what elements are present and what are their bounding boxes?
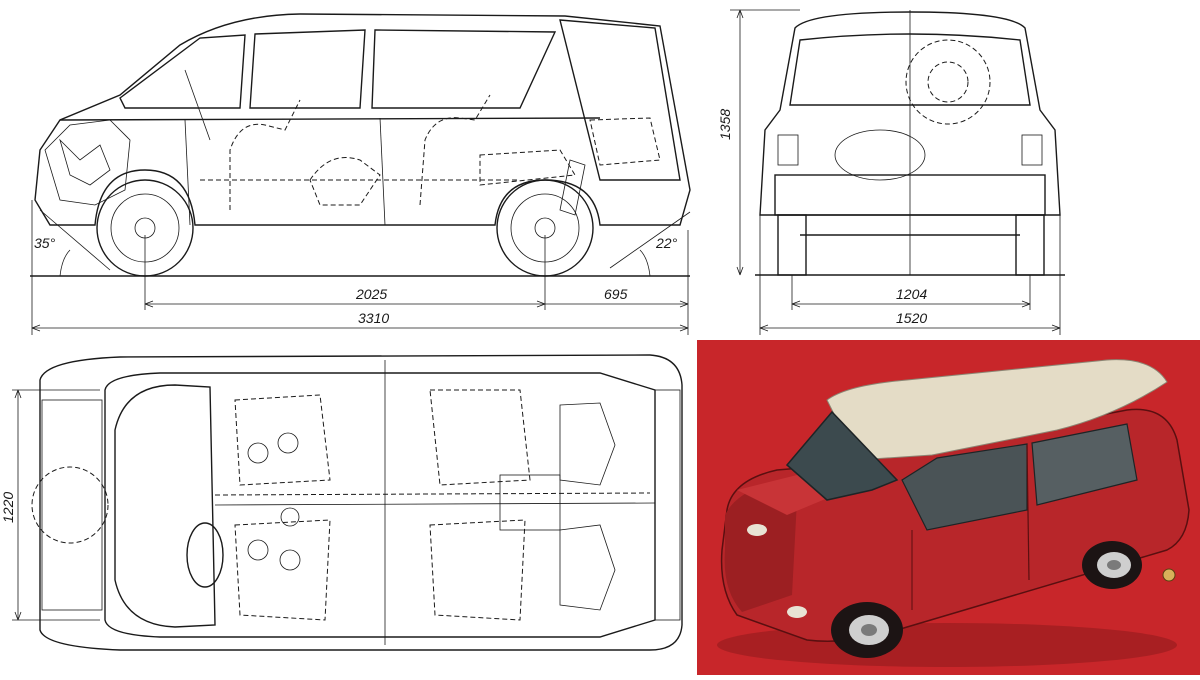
plan-view-drawing: 1220 — [0, 345, 695, 675]
plan-rear-panel — [654, 389, 681, 621]
rear-fuel-tank — [834, 129, 926, 181]
overall-width-label: 1520 — [896, 310, 927, 326]
photo-side-window-rear — [1031, 423, 1138, 506]
side-engine — [44, 119, 131, 206]
car-photo — [697, 340, 1200, 675]
plan-seat-right — [234, 519, 331, 621]
plan-view-svg: 1220 — [0, 354, 683, 651]
rear-wheel-left — [777, 214, 807, 276]
plan-rear-seat — [429, 389, 531, 486]
rear-view-drawing: 1358 1204 1520 — [700, 0, 1200, 340]
side-rear-pillar — [559, 19, 681, 181]
side-body-outline — [34, 13, 691, 226]
plan-floor — [104, 372, 656, 638]
side-view-drawing: 35° 22° 2025 695 3310 — [0, 0, 700, 340]
inner-width-label: 1220 — [0, 492, 16, 523]
plan-seat-left — [234, 394, 331, 486]
rear-wheel-right — [1015, 214, 1045, 276]
wheelbase-label: 2025 — [355, 286, 387, 302]
plan-rear-subframe — [499, 474, 561, 531]
side-seat-rear — [419, 94, 491, 206]
rear-window — [789, 33, 1031, 106]
rear-spare-wheel — [905, 39, 991, 125]
departure-angle-label: 22° — [655, 235, 678, 251]
overall-length-label: 3310 — [358, 310, 389, 326]
rear-body-outline — [759, 11, 1061, 216]
rear-view-svg: 1358 1204 1520 — [717, 9, 1065, 335]
side-view-svg: 35° 22° 2025 695 3310 — [30, 13, 691, 335]
side-windshield — [119, 34, 246, 109]
car-photo-svg — [697, 340, 1200, 675]
photo-car-roof — [826, 359, 1168, 461]
plan-front-seat-area — [114, 384, 216, 628]
height-label: 1358 — [717, 109, 733, 140]
plan-steering-wheel — [186, 522, 224, 588]
photo-front-wheel — [831, 602, 903, 658]
side-window-front — [249, 29, 366, 109]
photo-windshield — [785, 410, 899, 501]
photo-rear-wheel — [1082, 541, 1142, 589]
plan-body-outline — [39, 354, 683, 651]
track-label: 1204 — [896, 286, 927, 302]
side-rear-shock — [559, 159, 586, 216]
side-window-rear — [371, 29, 557, 109]
side-seat-front — [229, 99, 301, 210]
plan-front-bay — [41, 399, 103, 611]
approach-angle-label: 35° — [34, 235, 56, 251]
rear-overhang-label: 695 — [604, 286, 628, 302]
